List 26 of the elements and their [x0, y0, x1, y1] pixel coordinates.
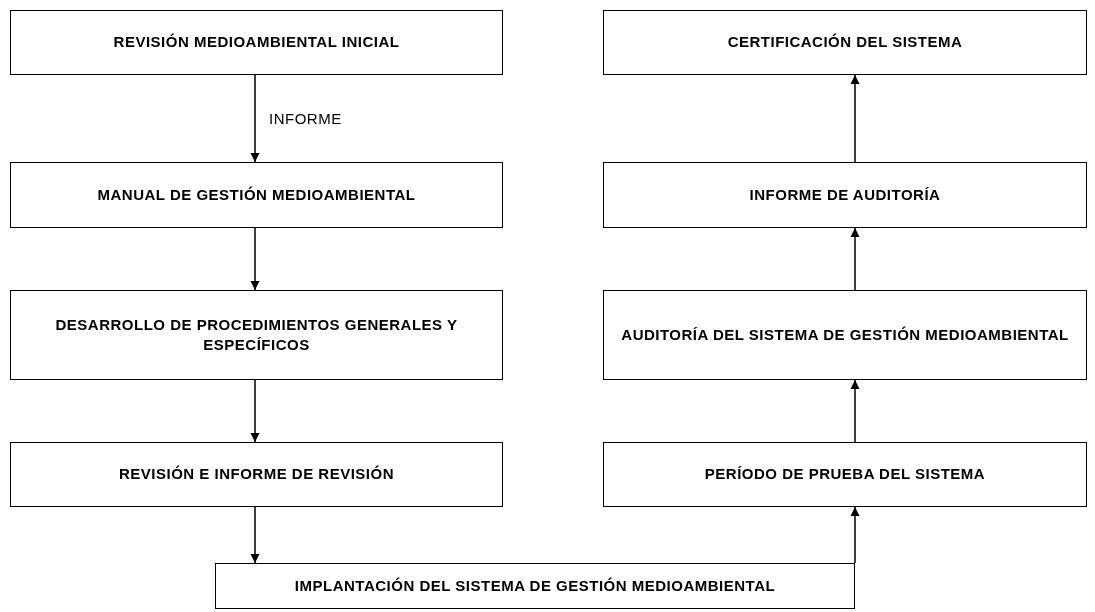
process-box [10, 442, 503, 507]
process-box [603, 10, 1087, 75]
process-box [10, 10, 503, 75]
process-box [603, 162, 1087, 228]
box-text: PERÍODO DE PRUEBA DEL SISTEMA [704, 464, 986, 485]
arrow [250, 379, 260, 443]
process-box [603, 290, 1087, 380]
arrow [250, 227, 260, 291]
box-text: MANUAL DE GESTIÓN MEDIOAMBIENTAL [97, 184, 416, 205]
box-text: INFORME DE AUDITORÍA [749, 184, 941, 205]
arrow [850, 227, 860, 291]
box-text: REVISIÓN E INFORME DE REVISIÓN [118, 464, 394, 485]
process-box [215, 563, 855, 609]
box-text: DESARROLLO DE PROCEDIMIENTOS GENERALES Y ESPECÍFICOS [54, 314, 459, 355]
box-text: IMPLANTACIÓN DEL SISTEMA DE GESTIÓN MEDIOAMBIENTAL [294, 575, 776, 596]
process-box [10, 162, 503, 228]
process-box [603, 442, 1087, 507]
arrow [850, 379, 860, 443]
process-box [10, 290, 503, 380]
arrow [850, 74, 860, 163]
box-text: CERTIFICACIÓN DEL SISTEMA [727, 32, 963, 53]
arrow [850, 506, 860, 564]
box-text: AUDITORÍA DEL SISTEMA DE GESTIÓN MEDIOAMBIENTAL [621, 324, 1069, 345]
arrow [250, 74, 260, 163]
box-text: REVISIÓN MEDIOAMBIENTAL INICIAL [113, 32, 400, 53]
arrow [250, 506, 260, 564]
